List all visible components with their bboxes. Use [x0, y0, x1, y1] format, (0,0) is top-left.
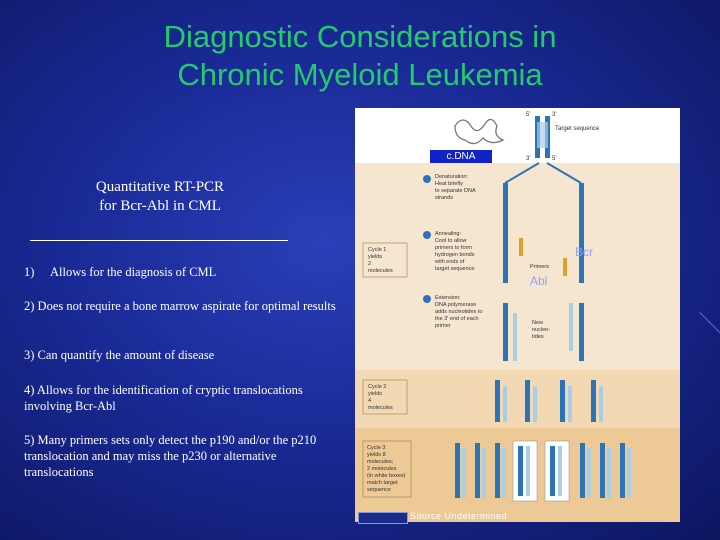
bcr-label: Bcr: [575, 245, 593, 259]
svg-text:Annealing:: Annealing:: [435, 231, 461, 237]
svg-text:(in white boxes): (in white boxes): [367, 473, 406, 479]
abl-label: Abl: [530, 274, 548, 288]
cycle-2-molecules: [495, 380, 603, 422]
step-1-marker: [423, 175, 431, 183]
divider-rule: [30, 240, 288, 241]
step-3-marker: [423, 295, 431, 303]
svg-text:primer: primer: [435, 323, 451, 329]
step-3-text: Extension: DNA polymerase adds nucleotid…: [435, 295, 482, 329]
svg-text:4: 4: [368, 398, 371, 404]
cycle-3-box: Cycle 3 yields 8 molecules; 2 molecules …: [362, 440, 412, 498]
bullet-point-2: 2) Does not require a bone marrow aspira…: [24, 299, 336, 313]
svg-text:Denaturation:: Denaturation:: [435, 174, 468, 180]
step-2-marker: [423, 231, 431, 239]
pcr-cycle-diagram: 5' 3' Target sequence 3' 5' Denaturation…: [355, 108, 680, 522]
svg-text:the 3' end of each: the 3' end of each: [435, 316, 479, 322]
label-primers: Primers: [530, 264, 549, 270]
svg-text:DNA polymerase: DNA polymerase: [435, 302, 476, 308]
svg-text:yields: yields: [368, 391, 382, 397]
svg-text:Heat briefly: Heat briefly: [435, 181, 463, 187]
svg-text:primers to form: primers to form: [435, 245, 472, 251]
cdna-label: c.DNA: [430, 150, 492, 163]
cdna-squiggle-icon: [454, 118, 505, 145]
svg-text:2: 2: [368, 261, 371, 267]
publisher-logo: [358, 512, 408, 524]
svg-text:2 molecules: 2 molecules: [367, 466, 397, 472]
image-credit: Source Undetermined: [410, 511, 508, 521]
slide-subtitle: Quantitative RT-PCR for Bcr-Abl in CML: [30, 178, 290, 216]
svg-text:with ends of: with ends of: [434, 259, 465, 265]
title-line-2: Chronic Myeloid Leukemia: [177, 57, 543, 92]
label-3prime-top: 3': [552, 112, 556, 118]
bullet-point-5: 5) Many primers sets only detect the p19…: [24, 433, 317, 479]
svg-text:tides: tides: [532, 334, 544, 340]
label-target-sequence: Target sequence: [555, 126, 600, 132]
svg-text:New: New: [532, 320, 543, 326]
label-new-nucleotides: New nucleo- tides: [532, 320, 550, 340]
svg-text:molecules: molecules: [368, 405, 393, 411]
diagram-panel-cycle2: [355, 370, 680, 428]
decorative-line: [699, 312, 720, 337]
bullet-point-1: 1) Allows for the diagnosis of CML: [24, 264, 346, 280]
title-line-1: Diagnostic Considerations in: [163, 19, 557, 54]
svg-text:target sequence: target sequence: [435, 266, 474, 272]
svg-text:molecules: molecules: [368, 268, 393, 274]
denatured-strands: [503, 162, 584, 361]
cycle-2-box: Cycle 2 yields 4 molecules: [362, 379, 408, 415]
svg-text:nucleo-: nucleo-: [532, 327, 550, 333]
svg-text:Cycle 1: Cycle 1: [368, 247, 386, 253]
subtitle-line-1: Quantitative RT-PCR: [95, 179, 225, 195]
cycle-1-box: Cycle 1 yields 2 molecules: [362, 242, 408, 278]
diagram-panel-top: [355, 108, 680, 163]
step-1-text: Denaturation: Heat briefly to separate D…: [435, 174, 476, 201]
label-3prime-bottom: 3': [526, 156, 530, 162]
bullet-text: Allows for the diagnosis of CML: [50, 265, 217, 279]
svg-text:adds nucleotides to: adds nucleotides to: [435, 309, 482, 315]
cycle-3-molecules: [455, 440, 631, 502]
svg-text:Extension:: Extension:: [435, 295, 461, 301]
step-2-text: Annealing: Cool to allow primers to form…: [434, 231, 475, 272]
subtitle-line-2: for Bcr-Abl in CML: [99, 198, 221, 214]
svg-text:sequence: sequence: [367, 487, 391, 493]
svg-text:Cool to allow: Cool to allow: [435, 238, 467, 244]
svg-text:yields 8: yields 8: [367, 452, 386, 458]
svg-text:Cycle 3: Cycle 3: [367, 445, 385, 451]
bullet-point-3: 3) Can quantify the amount of disease: [24, 348, 215, 362]
svg-text:strands: strands: [435, 195, 453, 201]
label-5prime-bottom: 5': [552, 156, 556, 162]
bullet-number: 1): [24, 265, 35, 279]
svg-text:Cycle 2: Cycle 2: [368, 384, 386, 390]
slide-title: Diagnostic Considerations in Chronic Mye…: [60, 18, 660, 94]
svg-text:hydrogen bonds: hydrogen bonds: [435, 252, 475, 258]
label-5prime-top: 5': [526, 112, 530, 118]
target-dna: [535, 116, 550, 158]
svg-text:molecules;: molecules;: [367, 459, 394, 465]
bullet-point-4: 4) Allows for the identification of cryp…: [24, 383, 303, 413]
svg-text:yields: yields: [368, 254, 382, 260]
diagram-panel-cycle1: [355, 163, 680, 370]
svg-text:match target: match target: [367, 480, 398, 486]
svg-text:to separate DNA: to separate DNA: [435, 188, 476, 194]
